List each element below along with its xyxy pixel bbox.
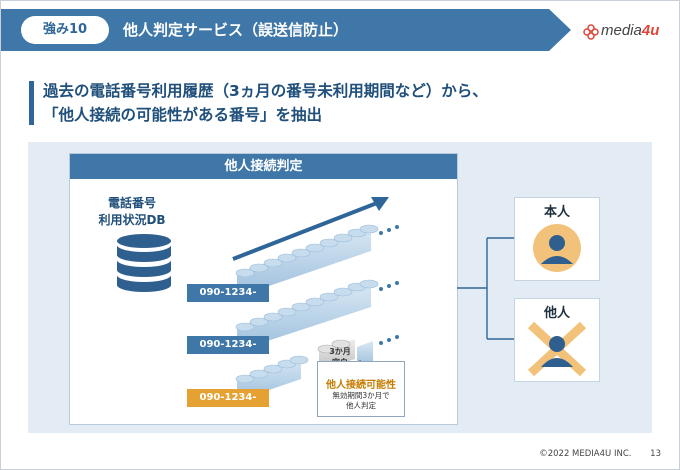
card-title: 他人接続判定	[70, 154, 457, 179]
lead-line-1: 過去の電話番号利用履歴（3ヵ月の番号未利用期間など）から、	[43, 82, 488, 100]
crossed-person-icon	[527, 321, 587, 377]
branch-connector	[457, 237, 514, 340]
lead-accent-bar	[29, 81, 34, 125]
flower-icon	[583, 24, 599, 40]
footer: ©2022 MEDIA4U INC. 13	[523, 449, 661, 459]
other-person-box: 他人	[514, 298, 600, 382]
continue-dots-2	[379, 281, 399, 291]
trend-arrow-icon	[232, 197, 389, 261]
lead-text: 過去の電話番号利用履歴（3ヵ月の番号未利用期間など）から、 「他人接続の可能性が…	[43, 79, 663, 127]
company-logo: media4u	[583, 21, 669, 43]
phone-number-tag-1: 090-1234-4567	[187, 284, 269, 316]
copyright: ©2022 MEDIA4U INC.	[539, 449, 632, 459]
self-label: 本人	[543, 205, 570, 220]
warning-subtext: 無効期間3か月で 他人判定	[332, 391, 390, 410]
warning-title: 他人接続可能性	[326, 380, 396, 391]
database-icon	[117, 234, 171, 292]
warning-callout: 他人接続可能性 無効期間3か月で 他人判定	[317, 361, 405, 417]
history-row-1	[235, 224, 399, 297]
page-title: 他人判定サービス（誤送信防止）	[123, 21, 349, 39]
lead-line-2: 「他人接続の可能性がある番号」を抽出	[43, 106, 323, 124]
page-number: 13	[650, 449, 661, 459]
continue-dots-1	[379, 225, 399, 235]
person-icon	[533, 224, 581, 272]
logo-text: media4u	[601, 22, 660, 39]
db-label: 電話番号 利用状況DB	[98, 196, 166, 227]
phone-number-tag-2: 090-1234-7890	[187, 336, 269, 368]
phone-number-tag-3: 090-1234-4567	[187, 389, 269, 421]
other-label: 他人	[543, 306, 570, 321]
strength-badge: 強み10	[21, 16, 109, 44]
continue-dots-3	[379, 335, 399, 345]
self-person-box: 本人	[514, 197, 600, 281]
history-row-2	[235, 279, 399, 351]
